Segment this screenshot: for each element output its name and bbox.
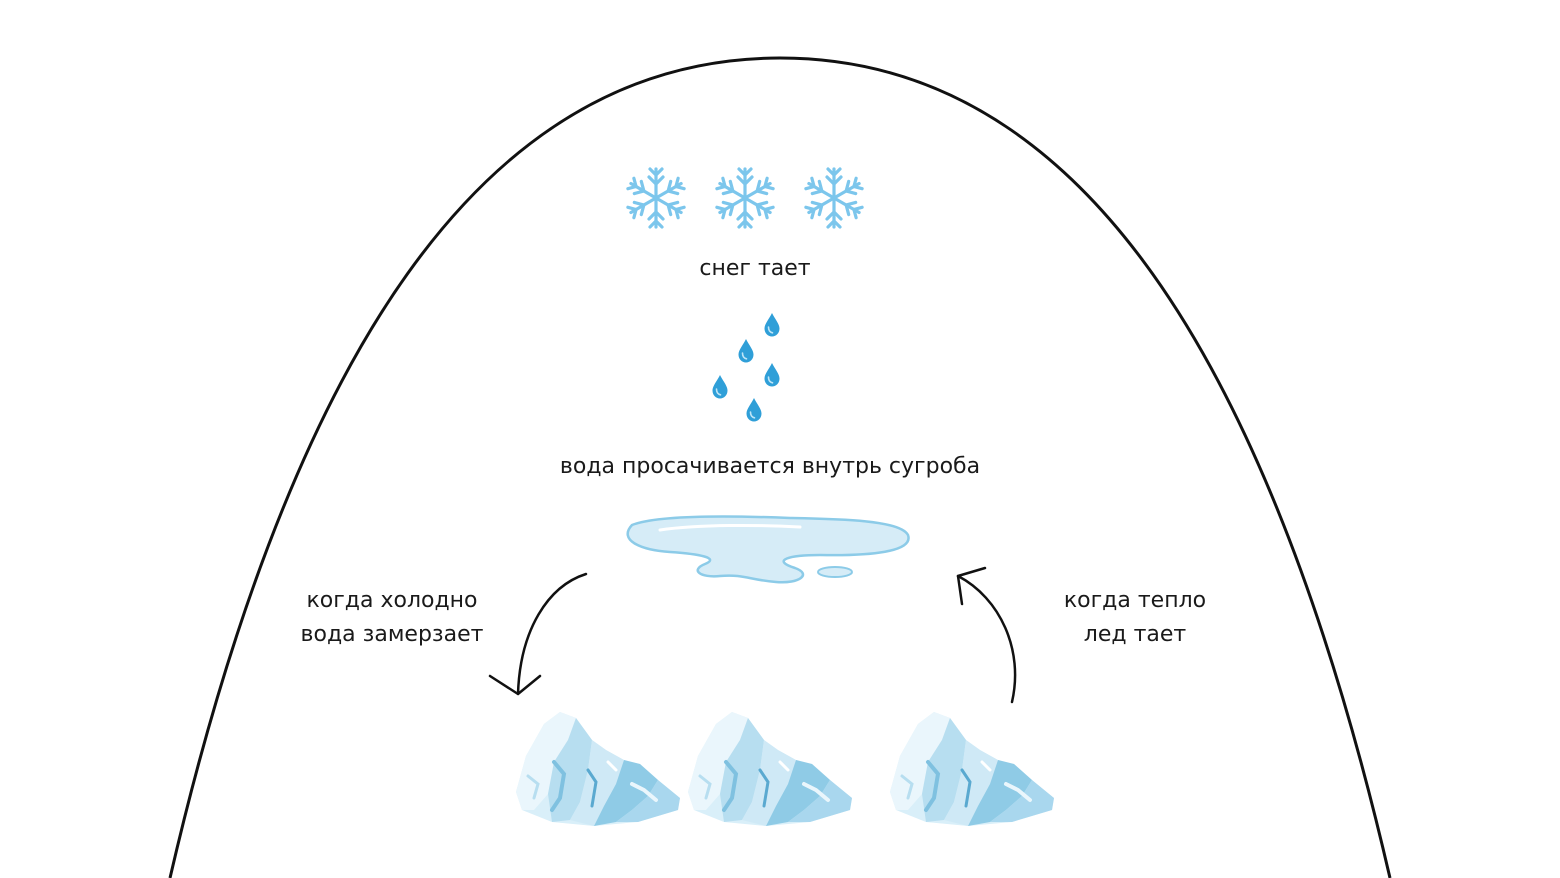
curved-arrow-up-icon [956, 566, 1017, 704]
ice-chunk-icon [888, 710, 1056, 828]
water-drop-icon [745, 397, 763, 423]
snowflake-icon [716, 169, 773, 227]
label-cold-freezes: когда холодно вода замерзает [262, 584, 522, 652]
snowflake-icon [627, 169, 684, 227]
curved-arrow-down-icon [488, 572, 588, 696]
ice-chunk-icon [686, 710, 854, 828]
label-cold-line1: когда холодно [306, 588, 478, 613]
water-drop-icon [763, 362, 781, 388]
water-drop-icon [763, 312, 781, 338]
label-water-seeps: вода просачивается внутрь сугроба [559, 454, 981, 479]
label-warm-line1: когда тепло [1063, 588, 1207, 613]
puddle-icon [626, 515, 910, 584]
label-snow-melts: снег тает [699, 256, 811, 281]
snowflake-icon [805, 169, 862, 227]
water-drop-icon [737, 338, 755, 364]
water-drop-icon [711, 374, 729, 400]
ice-chunk-icon [514, 710, 682, 828]
label-warm-line2: лед тает [1083, 622, 1187, 647]
label-warm-melts: когда тепло лед тает [1020, 584, 1250, 652]
label-cold-line2: вода замерзает [300, 622, 484, 647]
snowdrift-outline [168, 56, 1392, 878]
